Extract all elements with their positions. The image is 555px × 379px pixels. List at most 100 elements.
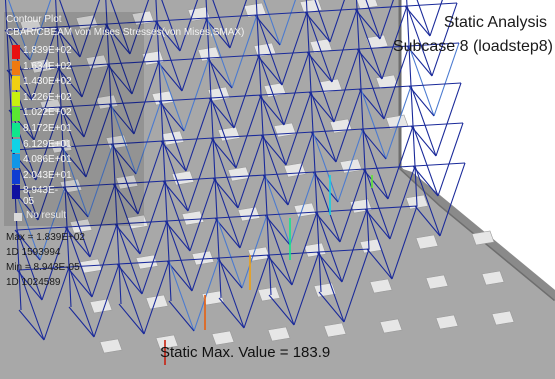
truss-member bbox=[266, 214, 270, 256]
truss-member bbox=[216, 214, 268, 219]
truss-member bbox=[68, 266, 72, 308]
truss-member bbox=[414, 205, 441, 237]
truss-member bbox=[116, 223, 120, 265]
truss-member bbox=[262, 134, 266, 176]
truss-member bbox=[14, 186, 66, 191]
truss-member bbox=[412, 125, 439, 197]
truss-member bbox=[91, 223, 118, 298]
truss-member bbox=[39, 186, 66, 261]
truss-member bbox=[437, 122, 464, 197]
truss-member bbox=[358, 45, 410, 50]
truss-member bbox=[260, 94, 287, 166]
plate-boss bbox=[49, 138, 73, 154]
truss-member bbox=[131, 20, 158, 95]
truss-member bbox=[208, 57, 212, 99]
truss-member bbox=[212, 137, 216, 179]
truss-member bbox=[158, 60, 185, 132]
truss-member bbox=[383, 45, 410, 120]
truss-member bbox=[385, 85, 412, 160]
truss-member bbox=[18, 266, 70, 271]
truss-member bbox=[410, 82, 462, 87]
truss-member bbox=[56, 23, 108, 28]
legend-subtitle: CBAR/CBEAM von Mises Stresses(von Mises,… bbox=[6, 27, 245, 38]
truss-member bbox=[64, 186, 91, 258]
truss-member bbox=[264, 174, 291, 246]
truss-member bbox=[183, 57, 210, 132]
truss-member bbox=[59, 0, 81, 58]
truss-member bbox=[306, 11, 333, 83]
min-element-id: 1D 1024589 bbox=[6, 277, 61, 288]
truss-member bbox=[379, 0, 394, 40]
truss-member bbox=[316, 211, 343, 283]
truss-member bbox=[283, 51, 310, 126]
truss-member bbox=[412, 122, 464, 127]
truss-member bbox=[433, 42, 460, 117]
truss-member bbox=[156, 20, 160, 62]
truss-member bbox=[62, 146, 66, 188]
truss-member bbox=[4, 0, 8, 31]
truss-member bbox=[308, 48, 360, 53]
truss-member bbox=[162, 140, 166, 182]
truss-member bbox=[60, 106, 64, 148]
truss-member bbox=[429, 0, 443, 37]
truss-member bbox=[341, 208, 368, 283]
plate-boss bbox=[95, 94, 119, 110]
truss-member bbox=[308, 51, 335, 123]
truss-member bbox=[7, 0, 31, 61]
truss-member bbox=[260, 94, 264, 136]
background-region bbox=[400, 0, 555, 300]
truss-member bbox=[218, 254, 270, 259]
legend-swatch bbox=[12, 91, 20, 106]
min-value: Min = 8.943E-05 bbox=[6, 262, 80, 273]
no-result-label: No result bbox=[26, 210, 67, 221]
truss-member bbox=[208, 57, 235, 129]
plate-boss bbox=[323, 322, 347, 338]
truss-member bbox=[79, 0, 101, 58]
truss-member bbox=[258, 54, 262, 96]
truss-member bbox=[16, 229, 43, 301]
truss-member bbox=[212, 137, 239, 209]
truss-member bbox=[164, 180, 168, 222]
truss-member bbox=[18, 269, 22, 311]
truss-member bbox=[106, 23, 133, 95]
truss-member bbox=[81, 23, 108, 98]
truss-member bbox=[160, 100, 187, 172]
truss-member bbox=[316, 208, 368, 213]
truss-member bbox=[310, 91, 314, 133]
truss-member bbox=[310, 88, 362, 93]
plate-boss bbox=[267, 326, 291, 342]
truss-member bbox=[279, 0, 296, 46]
plate-boss bbox=[415, 234, 439, 250]
truss-member bbox=[89, 183, 116, 258]
truss-member bbox=[116, 223, 143, 295]
legend-swatch bbox=[12, 154, 20, 169]
max-element-id: 1D 1593994 bbox=[6, 247, 61, 258]
truss-member bbox=[314, 171, 341, 243]
truss-member bbox=[360, 88, 387, 160]
legend-label: 6.129E+01 bbox=[23, 138, 72, 150]
plate-boss bbox=[125, 214, 149, 230]
truss-member bbox=[205, 0, 208, 19]
truss-member bbox=[110, 0, 131, 55]
legend-label: 1.634E+02 bbox=[23, 60, 72, 72]
truss-member bbox=[305, 0, 308, 13]
legend-label: 2.043E+01 bbox=[23, 169, 72, 181]
truss-member bbox=[114, 183, 118, 225]
truss-member bbox=[208, 54, 260, 59]
plate-boss bbox=[471, 230, 495, 246]
legend-swatch bbox=[12, 76, 20, 91]
truss-member bbox=[166, 220, 193, 292]
truss-member bbox=[218, 257, 245, 329]
truss-member bbox=[116, 220, 168, 225]
truss-member bbox=[162, 137, 214, 142]
truss-member bbox=[406, 2, 458, 7]
plate-boss bbox=[309, 38, 333, 54]
truss-member bbox=[431, 2, 458, 77]
truss-member bbox=[206, 17, 233, 89]
legend-swatch bbox=[12, 169, 20, 184]
truss-member bbox=[187, 137, 214, 212]
plate-boss bbox=[491, 310, 515, 326]
truss-member bbox=[358, 48, 362, 90]
